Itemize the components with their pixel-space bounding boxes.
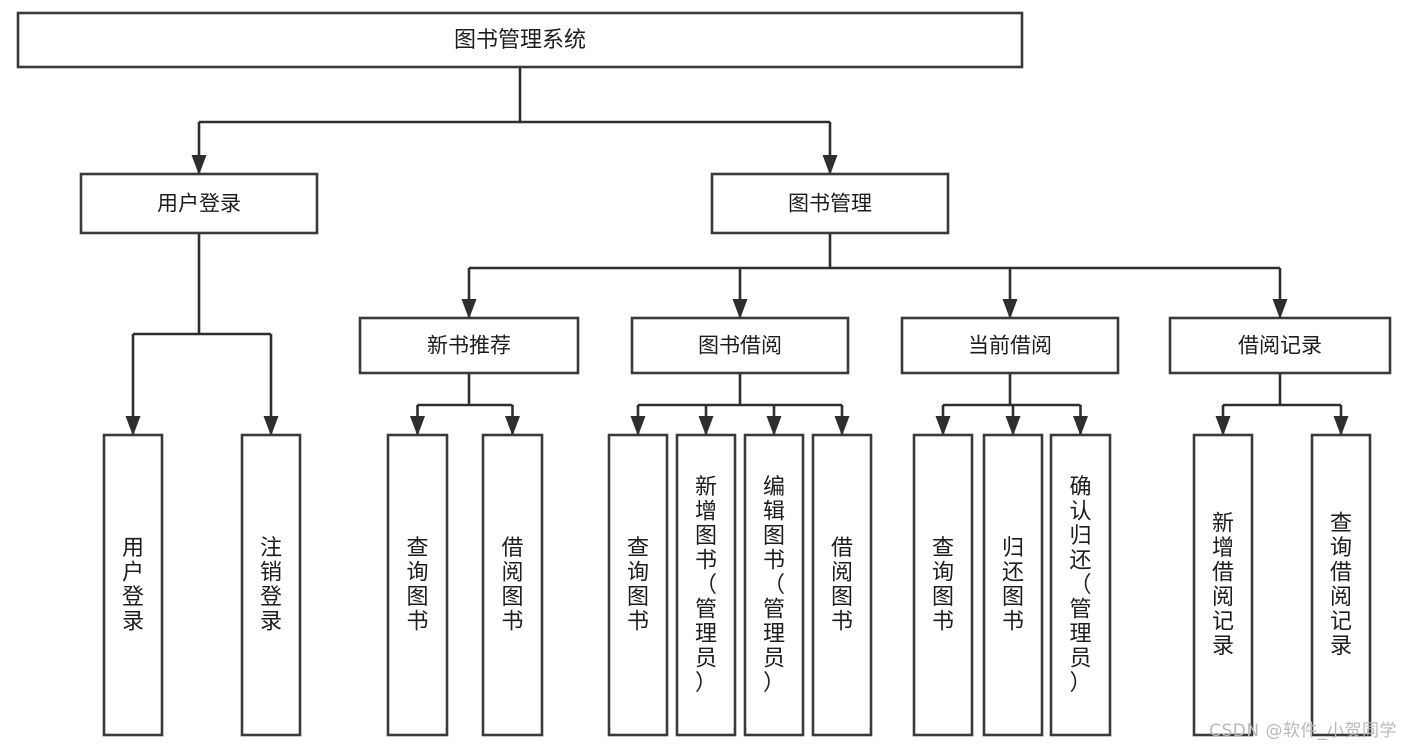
node-label: 查询借阅记录 [1330,512,1352,660]
node-rect[interactable] [710,172,950,235]
arrow-head [1073,416,1088,436]
node-label: 当前借阅 [968,334,1052,358]
node-label: 图书管理系统 [454,28,586,53]
node-rect[interactable] [743,433,805,737]
node-leaf-借阅图书[interactable]: 借阅图书 [811,433,873,737]
arrow-head [834,416,850,436]
arrow-head [698,416,714,436]
node-label: 查询图书 [406,536,428,635]
node-layer: 图书管理系统用户登录图书管理新书推荐图书借阅当前借阅借阅记录用户登录注销登录查询… [16,11,1392,737]
arrow-head [766,416,782,436]
node-label: 新增图书（管理员） [695,475,717,696]
arrow-head [935,416,951,436]
node-label: 确认归还（管理员） [1069,475,1091,696]
node-rect[interactable] [607,433,669,737]
arrow-head [732,299,748,319]
node-leaf-编辑图书（管理员）[interactable]: 编辑图书（管理员） [743,433,805,737]
node-leaf-归还图书[interactable]: 归还图书 [982,433,1044,737]
node-rect[interactable] [1049,433,1112,737]
node-leaf-新增图书（管理员）[interactable]: 新增图书（管理员） [675,433,737,737]
node-rect[interactable] [1310,433,1372,737]
node-label: 图书管理 [788,192,872,216]
node-rect[interactable] [811,433,873,737]
node-rect[interactable] [16,11,1024,69]
node-leaf-查询图书[interactable]: 查询图书 [607,433,669,737]
node-label: 借阅图书 [831,536,853,635]
node-rect[interactable] [102,433,164,737]
node-rect[interactable] [982,433,1044,737]
node-leaf-查询图书[interactable]: 查询图书 [912,433,974,737]
node-label: 查询图书 [932,536,954,635]
node-label: 用户登录 [122,536,144,635]
arrow-head [125,416,141,436]
arrow-head [410,416,425,436]
node-level1-图书管理[interactable]: 图书管理 [710,172,950,235]
arrow-head [630,416,646,436]
node-root-图书管理系统[interactable]: 图书管理系统 [16,11,1024,69]
arrow-head [191,155,207,175]
node-label: 图书借阅 [698,334,782,358]
node-rect[interactable] [79,172,319,235]
node-label: 借阅记录 [1238,334,1322,358]
arrow-head [263,416,279,436]
node-rect[interactable] [386,433,449,737]
node-leaf-查询借阅记录[interactable]: 查询借阅记录 [1310,433,1372,737]
node-leaf-用户登录[interactable]: 用户登录 [102,433,164,737]
node-label: 注销登录 [260,536,282,635]
arrow-head [1005,416,1021,436]
node-label: 借阅图书 [501,536,523,635]
arrow-head [1333,416,1349,436]
node-level2-当前借阅[interactable]: 当前借阅 [900,316,1120,375]
arrow-head [1002,299,1018,319]
node-leaf-查询图书[interactable]: 查询图书 [386,433,449,737]
arrow-head [1215,416,1231,436]
node-rect[interactable] [358,316,580,375]
node-rect[interactable] [675,433,737,737]
node-level2-借阅记录[interactable]: 借阅记录 [1168,316,1392,375]
node-level1-用户登录[interactable]: 用户登录 [79,172,319,235]
connector-layer [125,67,1349,436]
node-rect[interactable] [240,433,302,737]
arrow-head [822,155,838,175]
node-leaf-新增借阅记录[interactable]: 新增借阅记录 [1192,433,1254,737]
arrow-head [461,299,477,319]
node-rect[interactable] [1192,433,1254,737]
node-level2-新书推荐[interactable]: 新书推荐 [358,316,580,375]
arrow-head [1272,299,1288,319]
node-label: 新增借阅记录 [1212,512,1234,660]
node-label: 新书推荐 [427,334,511,358]
node-rect[interactable] [912,433,974,737]
node-label: 编辑图书（管理员） [763,475,785,696]
node-rect[interactable] [481,433,544,737]
node-label: 归还图书 [1002,536,1024,635]
arrow-head [505,416,520,436]
csdn-watermark: CSDN @软件_小贺同学 [1209,721,1397,741]
node-leaf-借阅图书[interactable]: 借阅图书 [481,433,544,737]
node-leaf-注销登录[interactable]: 注销登录 [240,433,302,737]
node-label: 用户登录 [157,192,241,216]
node-level2-图书借阅[interactable]: 图书借阅 [630,316,850,375]
node-rect[interactable] [630,316,850,375]
node-rect[interactable] [1168,316,1392,375]
node-label: 查询图书 [627,536,649,635]
node-rect[interactable] [900,316,1120,375]
node-leaf-确认归还（管理员）[interactable]: 确认归还（管理员） [1049,433,1112,737]
